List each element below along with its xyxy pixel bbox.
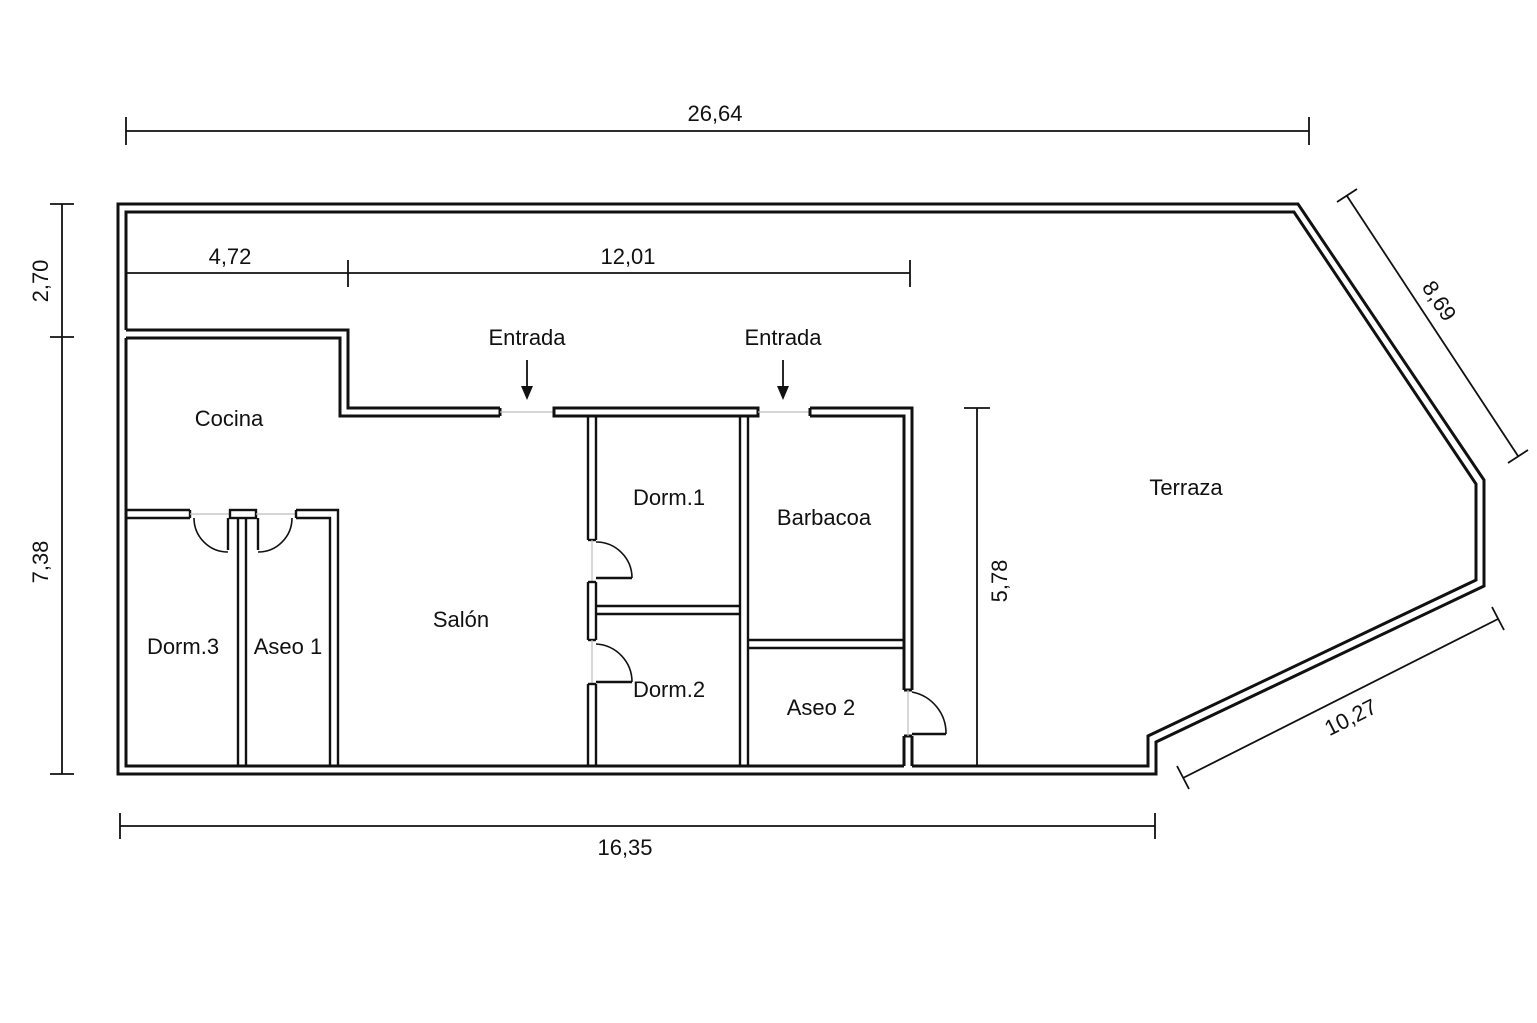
dim-line-diagonal-lower [1176, 606, 1505, 790]
outer-wall-outline [116, 202, 1486, 776]
room-label-aseo2: Aseo 2 [787, 695, 856, 720]
dim-left-upper: 2,70 [28, 260, 53, 303]
entrance-label-left: Entrada [488, 325, 566, 350]
interior-walls [126, 416, 904, 766]
dim-line-terrace-height [964, 407, 990, 766]
entrance-arrow-right [777, 360, 789, 400]
kitchen-wall-outer [126, 328, 500, 410]
room-label-dorm3: Dorm.3 [147, 634, 219, 659]
room-label-dorm1: Dorm.1 [633, 485, 705, 510]
room-label-salon: Salón [433, 607, 489, 632]
dim-diagonal-upper: 8,69 [1417, 276, 1461, 326]
door-dorm1 [595, 541, 633, 580]
entrance-labels: Entrada Entrada [488, 325, 822, 350]
dorm3-aseo1-pier [228, 508, 258, 520]
front-wall-right-outer [810, 406, 914, 690]
dim-line-total-top [125, 117, 1310, 145]
interior-bottom-line [124, 338, 904, 768]
entrance-label-right: Entrada [744, 325, 822, 350]
dim-left-lower: 7,38 [28, 541, 53, 584]
dim-total-top: 26,64 [687, 101, 742, 126]
room-label-aseo1: Aseo 1 [254, 634, 323, 659]
dim-line-diagonal-upper [1336, 188, 1529, 464]
dim-total-bottom: 16,35 [597, 835, 652, 860]
front-wall [126, 328, 914, 766]
door-dorm3 [193, 517, 230, 553]
dim-line-top-segments [126, 260, 911, 287]
dim-line-left [50, 203, 74, 775]
dim-top-left-segment: 4,72 [209, 244, 252, 269]
aseo1-top-wall-outer [296, 508, 340, 766]
dim-line-total-bottom [119, 813, 1156, 839]
door-aseo2 [911, 691, 947, 736]
room-label-barbacoa: Barbacoa [777, 505, 872, 530]
front-wall-right-inner [810, 414, 906, 690]
aseo1-top-wall-inner [296, 516, 332, 766]
outer-wall-inner-line [124, 210, 1478, 768]
dim-top-mid-segment: 12,01 [600, 244, 655, 269]
kitchen-wall-inner [126, 336, 500, 418]
room-labels: Cocina Salón Dorm.1 Dorm.2 Dorm.3 Aseo 1… [147, 406, 1224, 720]
doors [193, 517, 947, 736]
entrance-arrow-left [521, 360, 533, 400]
room-label-terraza: Terraza [1149, 475, 1223, 500]
outer-walls [116, 202, 1486, 776]
front-wall-mid-segment [552, 406, 760, 418]
dim-terrace-height: 5,78 [987, 560, 1012, 603]
dimension-lines [50, 117, 1529, 839]
door-aseo1 [256, 517, 293, 553]
door-dorm2 [595, 643, 633, 684]
dim-diagonal-lower: 10,27 [1320, 694, 1380, 741]
room-label-dorm2: Dorm.2 [633, 677, 705, 702]
room-label-cocina: Cocina [195, 406, 264, 431]
